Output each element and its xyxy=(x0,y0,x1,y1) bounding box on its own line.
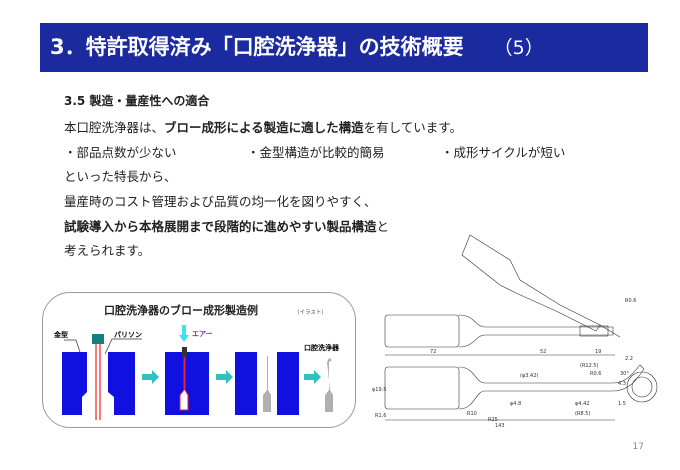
page-title: 3．特許取得済み「口腔洗浄器」の技術概要 （5） xyxy=(40,23,648,72)
label-product: 口腔洗浄器 xyxy=(304,343,340,352)
dim-label: R0.6 xyxy=(590,371,601,377)
dim-label: (R8.5) xyxy=(575,411,590,417)
page-number: 17 xyxy=(632,442,644,452)
text-bold: ブロー成形による製造に適した構造 xyxy=(164,120,364,135)
top-view xyxy=(384,314,614,348)
dim-label: R1.6 xyxy=(375,413,386,419)
section-heading: 3.5 製造・量産性への適合 xyxy=(64,94,210,108)
dim-label: 52 xyxy=(540,349,546,355)
label-parison: パリソン xyxy=(114,330,142,339)
leader-line xyxy=(104,338,142,355)
text-bold: 試験導入から本格展開まで段階的に進めやすい製品構造 xyxy=(64,219,377,234)
bullet-2: ・金型構造が比較的簡易 xyxy=(247,145,385,160)
label-air: エアー xyxy=(192,330,213,338)
text-line-1: 本口腔洗浄器は、ブロー成形による製造に適した構造を有しています。 xyxy=(64,117,462,136)
bullet-1: ・部品点数が少ない xyxy=(64,145,177,160)
formed-product xyxy=(263,356,271,412)
arrow-right-icon xyxy=(142,370,159,384)
air-arrow-icon xyxy=(179,325,189,342)
illustration-title: 口腔洗浄器のブロー成形製造例 xyxy=(104,303,258,317)
parison-head xyxy=(92,334,104,344)
title-number: （5） xyxy=(493,37,544,59)
arrow-right-icon xyxy=(304,370,321,384)
arrow-right-icon xyxy=(216,370,233,384)
text: を有しています。 xyxy=(363,120,463,135)
text-line-6: 考えられます。 xyxy=(64,243,151,258)
parison-inflated xyxy=(179,357,189,411)
title-text: 3．特許取得済み「口腔洗浄器」の技術概要 xyxy=(50,35,464,59)
illustration-note: （イラスト） xyxy=(294,309,327,316)
nozzle xyxy=(182,347,187,357)
dim-label: (φ3.42) xyxy=(520,373,538,379)
dim-label: 2.2 xyxy=(625,356,633,362)
dim-label: 72 xyxy=(430,349,436,355)
technical-drawing: 72 52 19 143 φ19.5 R1.6 R10 R25 φ4.8 φ4.… xyxy=(372,234,658,429)
iso-view xyxy=(461,234,621,338)
mold-left xyxy=(62,352,87,415)
dim-label: 143 xyxy=(495,423,505,429)
text: 本口腔洗浄器は、 xyxy=(64,120,165,135)
dim-label: R25 xyxy=(488,417,498,423)
final-product xyxy=(325,358,333,412)
text-line-5: 試験導入から本格展開まで段階的に進めやすい製品構造と xyxy=(64,216,389,235)
text-line-4: 量産時のコスト管理および品質の均一化を図りやすく、 xyxy=(64,194,377,209)
front-view xyxy=(384,354,658,421)
blow-molding-diagram: 口腔洗浄器のブロー成形製造例 （イラスト） 金型 パリソン エアー 口腔洗浄器 xyxy=(53,303,340,420)
blow-molding-illustration xyxy=(42,292,356,428)
leader-line xyxy=(64,339,81,353)
bullet-3: ・成形サイクルが短い xyxy=(441,145,566,160)
mold-open xyxy=(235,352,299,415)
dim-label: R0.6 xyxy=(625,298,636,304)
dim-label: 4.3 xyxy=(618,381,626,387)
dim-label: φ19.5 xyxy=(372,387,386,393)
mold-closed xyxy=(165,352,209,415)
dim-label: φ4.8 xyxy=(510,401,521,407)
dim-label: 1.5 xyxy=(618,401,626,407)
mold-right xyxy=(108,352,135,415)
dim-label: (R12.5) xyxy=(580,363,599,369)
text: と xyxy=(376,219,390,234)
dim-label: φ4.42 xyxy=(575,401,589,407)
dim-label: R10 xyxy=(467,411,477,417)
text-line-3: といった特長から、 xyxy=(64,169,177,184)
dim-label: 30° xyxy=(620,371,629,377)
label-mold: 金型 xyxy=(53,330,68,339)
dim-label: 19 xyxy=(595,349,601,355)
